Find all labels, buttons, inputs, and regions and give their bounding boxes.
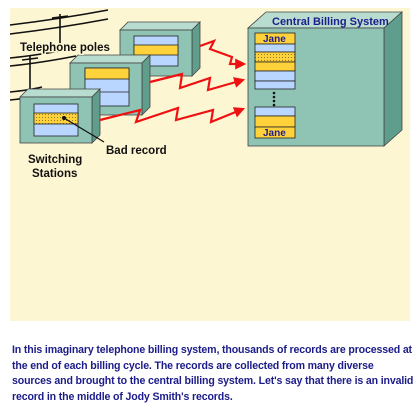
caption-text: In this imaginary telephone billing syst… — [12, 344, 414, 403]
arrow-from-front-station — [99, 106, 246, 124]
label-central-billing: Central Billing System — [272, 16, 389, 28]
bad-record-cell — [33, 112, 79, 125]
label-bad-record: Bad record — [106, 145, 167, 157]
record-ellipsis — [272, 91, 276, 107]
record-name-bottom: Jane — [263, 128, 286, 139]
label-stations: Stations — [32, 168, 77, 180]
switching-station-back — [119, 21, 201, 77]
switching-station-front — [19, 88, 101, 144]
label-switching: Switching — [28, 154, 82, 166]
bad-record-pointer — [62, 116, 105, 143]
central-record-stack — [254, 32, 296, 139]
arrow-from-middle-station — [149, 72, 246, 92]
data-arrows — [99, 39, 247, 124]
record-name-top: Jane — [263, 34, 286, 45]
telephone-poles — [9, 9, 109, 101]
label-telephone-poles: Telephone poles — [20, 42, 110, 54]
arrow-from-back-station — [199, 39, 247, 70]
central-bad-record — [254, 51, 296, 63]
